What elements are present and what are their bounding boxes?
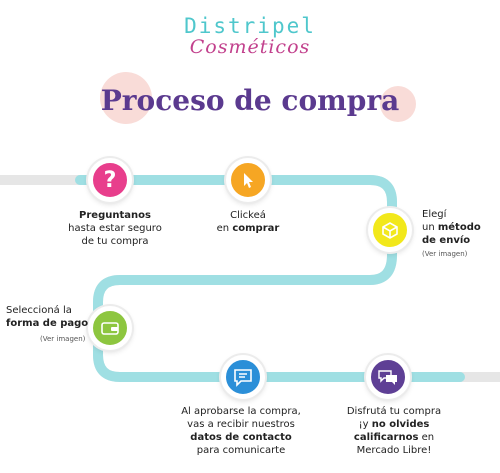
step-3-line1: Elegí: [422, 209, 447, 220]
title-blob-right: [380, 86, 416, 122]
step-4-line1: Seleccioná la: [6, 305, 72, 316]
step-3-line3: de envío: [422, 235, 471, 246]
step-4-line2: forma de pago: [6, 318, 89, 329]
step-4-note: (Ver imagen): [40, 335, 86, 343]
step-1-line2: hasta estar seguro: [68, 223, 162, 234]
step-2-line1: Clickeá: [230, 210, 266, 221]
step-2-line2-bold: comprar: [232, 223, 280, 234]
question-mark-icon: ?: [103, 167, 117, 193]
logo-brand-text: Distripel: [184, 14, 316, 38]
step-1-text: Preguntanos hasta estar seguro de tu com…: [60, 209, 170, 248]
step-2-text: Clickeá en comprar: [200, 209, 296, 235]
step-5-node: [221, 355, 265, 399]
step-6-line2-bold: no olvides: [371, 419, 430, 430]
step-1-line3: de tu compra: [81, 236, 149, 247]
logo-script-text: Cosméticos: [189, 36, 311, 58]
step-5-line1: Al aprobarse la compra,: [181, 406, 301, 417]
step-5-text: Al aprobarse la compra, vas a recibir nu…: [176, 405, 306, 457]
brand-logo: Distripel Cosméticos: [0, 14, 500, 58]
chat-icon: [234, 369, 252, 387]
step-3-note: (Ver imagen): [422, 250, 468, 258]
step-6-line3-post: en: [418, 432, 435, 443]
step-5-line2: vas a recibir nuestros: [187, 419, 295, 430]
step-2-line2-pre: en: [216, 223, 233, 234]
cursor-icon: [244, 173, 253, 188]
step-3-line2-pre: un: [422, 222, 438, 233]
step-6-line3-bold: calificarnos: [353, 432, 419, 443]
step-1-line1: Preguntanos: [79, 210, 151, 221]
step-6-text: Disfrutá tu compra ¡y no olvides calific…: [336, 405, 452, 457]
title-blob-left: [100, 72, 152, 124]
step-2-node: [226, 158, 270, 202]
step-3-node: [368, 208, 412, 252]
step-6-line1: Disfrutá tu compra: [346, 406, 442, 417]
box-icon: [382, 222, 398, 239]
step-6-line4: Mercado Libre!: [356, 445, 432, 456]
step-6-node: [366, 355, 410, 399]
step-5-line4: para comunicarte: [196, 445, 286, 456]
step-3-text: Elegí un método de envío (Ver imagen): [422, 208, 498, 260]
review-icon: [378, 370, 397, 385]
step-6-line2-pre: ¡y: [358, 419, 372, 430]
wallet-icon: [101, 322, 119, 335]
step-3-line2-bold: método: [437, 222, 481, 233]
step-5-line3: datos de contacto: [190, 432, 292, 443]
step-4-text: Seleccioná la forma de pago: [6, 304, 90, 330]
page-title: Proceso de compra: [100, 84, 400, 117]
step-4-node: [88, 306, 132, 350]
step-1-node: ?: [88, 158, 132, 202]
